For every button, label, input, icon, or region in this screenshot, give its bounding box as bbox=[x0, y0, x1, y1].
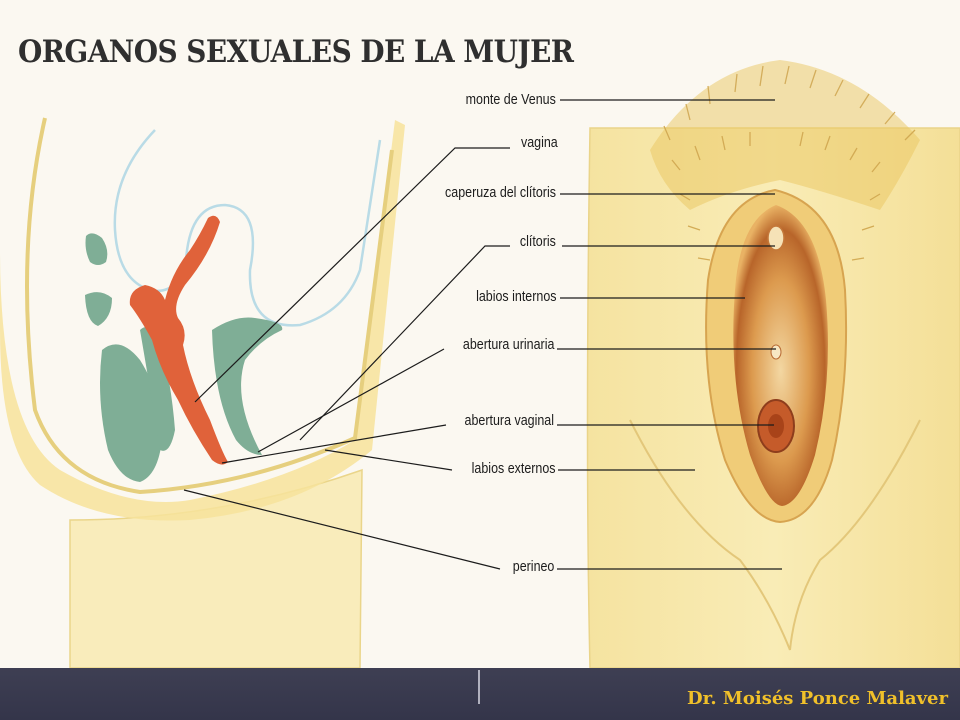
anatomy-plate: ORGANOS SEXUALES DE LA MUJER monte de Ve… bbox=[0, 0, 960, 668]
label-labios-externos: labios externos bbox=[472, 461, 556, 477]
vagina-shape bbox=[129, 215, 228, 465]
clitoris-shape bbox=[767, 225, 785, 251]
label-labios-internos: labios internos bbox=[475, 289, 556, 305]
body-inner-line bbox=[25, 117, 394, 495]
sagittal-section bbox=[0, 117, 405, 668]
author-name: Dr. Moisés Ponce Malaver bbox=[686, 688, 948, 709]
label-caperuza-del-clitoris: caperuza del clítoris bbox=[445, 185, 556, 201]
pubic-hair bbox=[650, 60, 920, 261]
leader-perineo bbox=[183, 489, 782, 570]
pubic-green-shape bbox=[85, 292, 112, 326]
leader-abertura-urinaria bbox=[257, 348, 776, 453]
label-abertura-vaginal: abertura vaginal bbox=[464, 413, 554, 429]
label-clitoris: clítoris bbox=[519, 234, 556, 250]
bladder-shape bbox=[85, 233, 108, 265]
anatomy-illustration bbox=[0, 60, 960, 668]
leader-vagina bbox=[194, 147, 510, 403]
thigh-crease-right bbox=[789, 419, 921, 651]
slide-title: ORGANOS SEXUALES DE LA MUJER bbox=[18, 34, 574, 70]
label-vagina: vagina bbox=[521, 135, 558, 151]
vaginal-opening-inner bbox=[768, 414, 784, 438]
green-organ-mid bbox=[140, 327, 175, 451]
leader-clitoris bbox=[299, 245, 775, 441]
urinary-opening-shape bbox=[770, 344, 782, 360]
body-outline bbox=[0, 120, 405, 521]
footer-divider bbox=[478, 670, 480, 704]
green-organ-front bbox=[100, 344, 163, 482]
leader-labios-externos bbox=[324, 449, 695, 471]
peritoneum-line bbox=[113, 129, 382, 327]
external-view bbox=[586, 60, 960, 668]
footer-bar: Dr. Moisés Ponce Malaver bbox=[0, 668, 960, 720]
label-abertura-urinaria: abertura urinaria bbox=[462, 337, 554, 353]
label-monte-de-venus: monte de Venus bbox=[465, 92, 556, 108]
label-perineo: perineo bbox=[512, 559, 554, 575]
rectum-shape bbox=[212, 317, 283, 455]
leader-abertura-vaginal bbox=[221, 424, 774, 464]
leader-lines bbox=[183, 99, 782, 570]
